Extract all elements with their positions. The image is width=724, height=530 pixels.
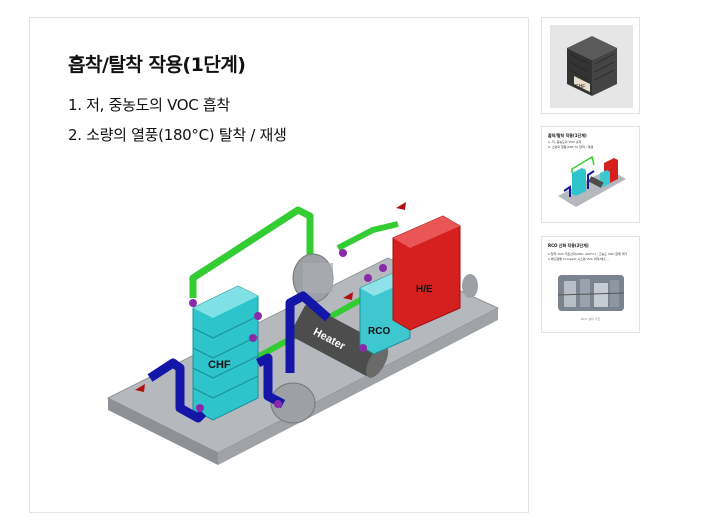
thumbnail-line-2: 2. 소량의 열풍(180°C) 탈착 / 재생	[548, 145, 594, 149]
thumbnail-caption: RCO 설비 사진	[580, 317, 601, 321]
diagram-title: 흡착/탈착 작용(1단계)	[68, 54, 246, 76]
thumbnail-title: 흡착/탈착 작용(1단계)	[548, 133, 587, 138]
thumbnail-diagram	[558, 155, 626, 207]
thumbnail-chf-module[interactable]: CHF	[541, 17, 640, 114]
chf-module-image: CHF	[567, 36, 617, 96]
thumbnail-line-1: 1.탈착 VOC 저온산화(300~400°C) / 고농도 VOC 함께 제거	[548, 252, 628, 256]
chf-tag-label: CHF	[575, 84, 585, 90]
thumbnail-title: RCO 산화 작용(2단계)	[548, 243, 589, 248]
thumbnail-photo	[558, 275, 624, 311]
equipment-photo-image	[558, 275, 624, 311]
description-line-1: 1. 저, 중농도의 VOC 흡착	[68, 96, 230, 114]
he-label: H/E	[416, 284, 433, 295]
process-diagram: Heater CHF RCO H/E	[106, 202, 500, 465]
product-image-main: 흡착/탈착 작용(1단계) 1. 저, 중농도의 VOC 흡착 2. 소량의 열…	[29, 17, 529, 513]
thumbnail-adsorption-diagram[interactable]: 흡착/탈착 작용(1단계) 1. 저, 중농도의 VOC 흡착 2. 소량의 열…	[541, 126, 640, 223]
description-line-2: 2. 소량의 열풍(180°C) 탈착 / 재생	[68, 126, 287, 144]
thumbnail-line-1: 1. 저, 중농도의 VOC 흡착	[548, 140, 582, 144]
rco-label: RCO	[368, 326, 390, 337]
thumbnail-line-2: 2.배출원별 Compact 시스템 VOC 처리/배출 ...	[548, 257, 610, 261]
thumbnail-rco-oxidation[interactable]: RCO 산화 작용(2단계) 1.탈착 VOC 저온산화(300~400°C) …	[541, 236, 640, 333]
chf-label: CHF	[208, 359, 231, 371]
